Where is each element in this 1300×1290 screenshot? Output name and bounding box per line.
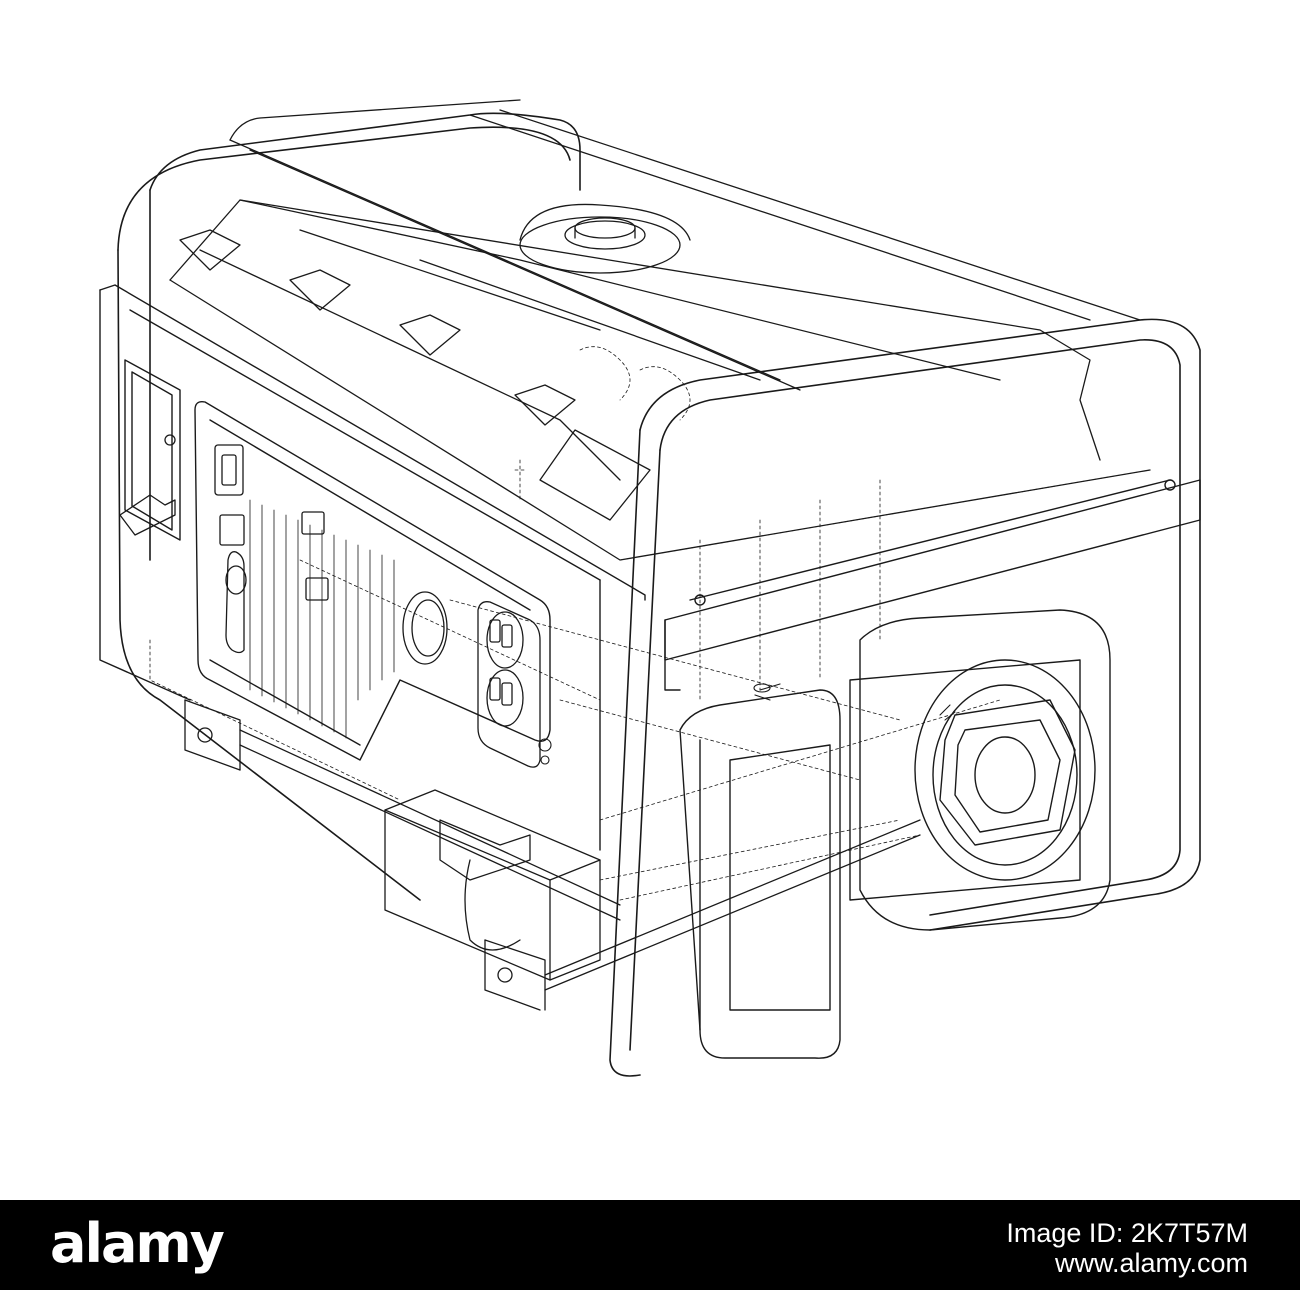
panel-vents <box>249 499 395 739</box>
brand-logo: alamy <box>50 1212 225 1275</box>
outlets <box>477 601 541 768</box>
control-panel-housing <box>99 284 646 851</box>
panel-controls <box>119 434 448 665</box>
internal-hidden-edges <box>149 346 1151 901</box>
illustration-canvas <box>99 99 1201 1077</box>
image-id-label: Image ID: 2K7T57M <box>1006 1218 1248 1248</box>
tank-ridges <box>179 229 651 521</box>
battery-box <box>384 789 601 981</box>
frame-top-rails <box>229 99 1141 391</box>
frame-rear-loop <box>117 112 581 901</box>
site-url: www.alamy.com <box>1054 1248 1248 1278</box>
fuel-tank <box>169 199 1151 561</box>
fuel-cap <box>519 203 691 274</box>
frame-front-loop <box>609 318 1201 1077</box>
generator-wireframe-drawing <box>99 99 1201 1077</box>
recoil-starter <box>914 659 1096 881</box>
muffler-bar <box>664 479 1201 691</box>
engine-front-housing <box>679 609 1111 1059</box>
fasteners <box>538 683 956 765</box>
image-id-block: Image ID: 2K7T57M www.alamy.com <box>1006 1218 1248 1278</box>
base-rails <box>184 699 921 1011</box>
footer-bar: alamy Image ID: 2K7T57M www.alamy.com <box>0 1200 1300 1290</box>
